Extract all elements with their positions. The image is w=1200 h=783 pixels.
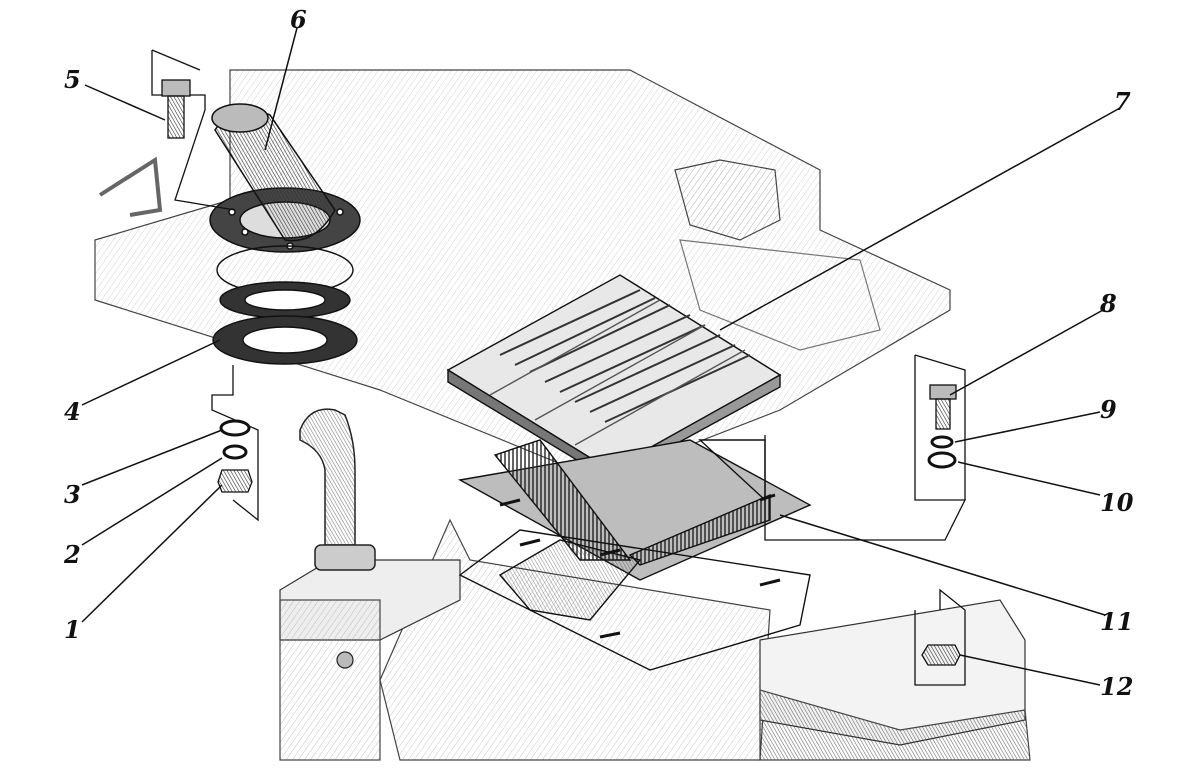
washer-3 — [219, 419, 251, 437]
callout-10: 10 — [1100, 488, 1134, 517]
exhaust-pipe — [299, 408, 376, 571]
radiator-cap — [336, 651, 354, 669]
callout-6: 6 — [290, 5, 307, 34]
bolt-8-shank — [935, 398, 951, 430]
callout-11: 11 — [1100, 607, 1134, 636]
filter-box-part-11 — [457, 439, 812, 581]
callout-1: 1 — [64, 615, 81, 644]
lock-washer-2 — [222, 444, 248, 460]
nut-1 — [217, 469, 253, 493]
callout-8: 8 — [1100, 289, 1117, 318]
callout-3: 3 — [64, 480, 81, 509]
washer-10 — [927, 451, 957, 469]
nut-part-12 — [914, 588, 966, 686]
callout-12: 12 — [1100, 672, 1134, 701]
rear-support-frame — [679, 239, 881, 351]
intake-pipe-part-6 — [209, 103, 361, 253]
bracket-assembly — [674, 159, 781, 241]
fastener-set-left — [211, 365, 259, 522]
radiator-front — [279, 599, 381, 761]
callout-7: 7 — [1114, 87, 1131, 116]
handrail — [98, 156, 163, 217]
gasket-stack-part-4 — [212, 245, 358, 365]
leader-lines — [81, 27, 1121, 686]
mounting-plate — [458, 529, 811, 671]
callout-9: 9 — [1100, 395, 1117, 424]
washer-9 — [930, 435, 954, 449]
fastener-set-right — [764, 354, 967, 541]
exhaust-clamp — [314, 544, 376, 571]
bolt-part-5 — [151, 49, 236, 211]
battery-lid-shadow — [759, 689, 1031, 761]
callout-5: 5 — [64, 65, 81, 94]
callout-4: 4 — [64, 397, 81, 426]
callout-2: 2 — [64, 540, 81, 569]
bolt-8-head — [929, 384, 957, 400]
